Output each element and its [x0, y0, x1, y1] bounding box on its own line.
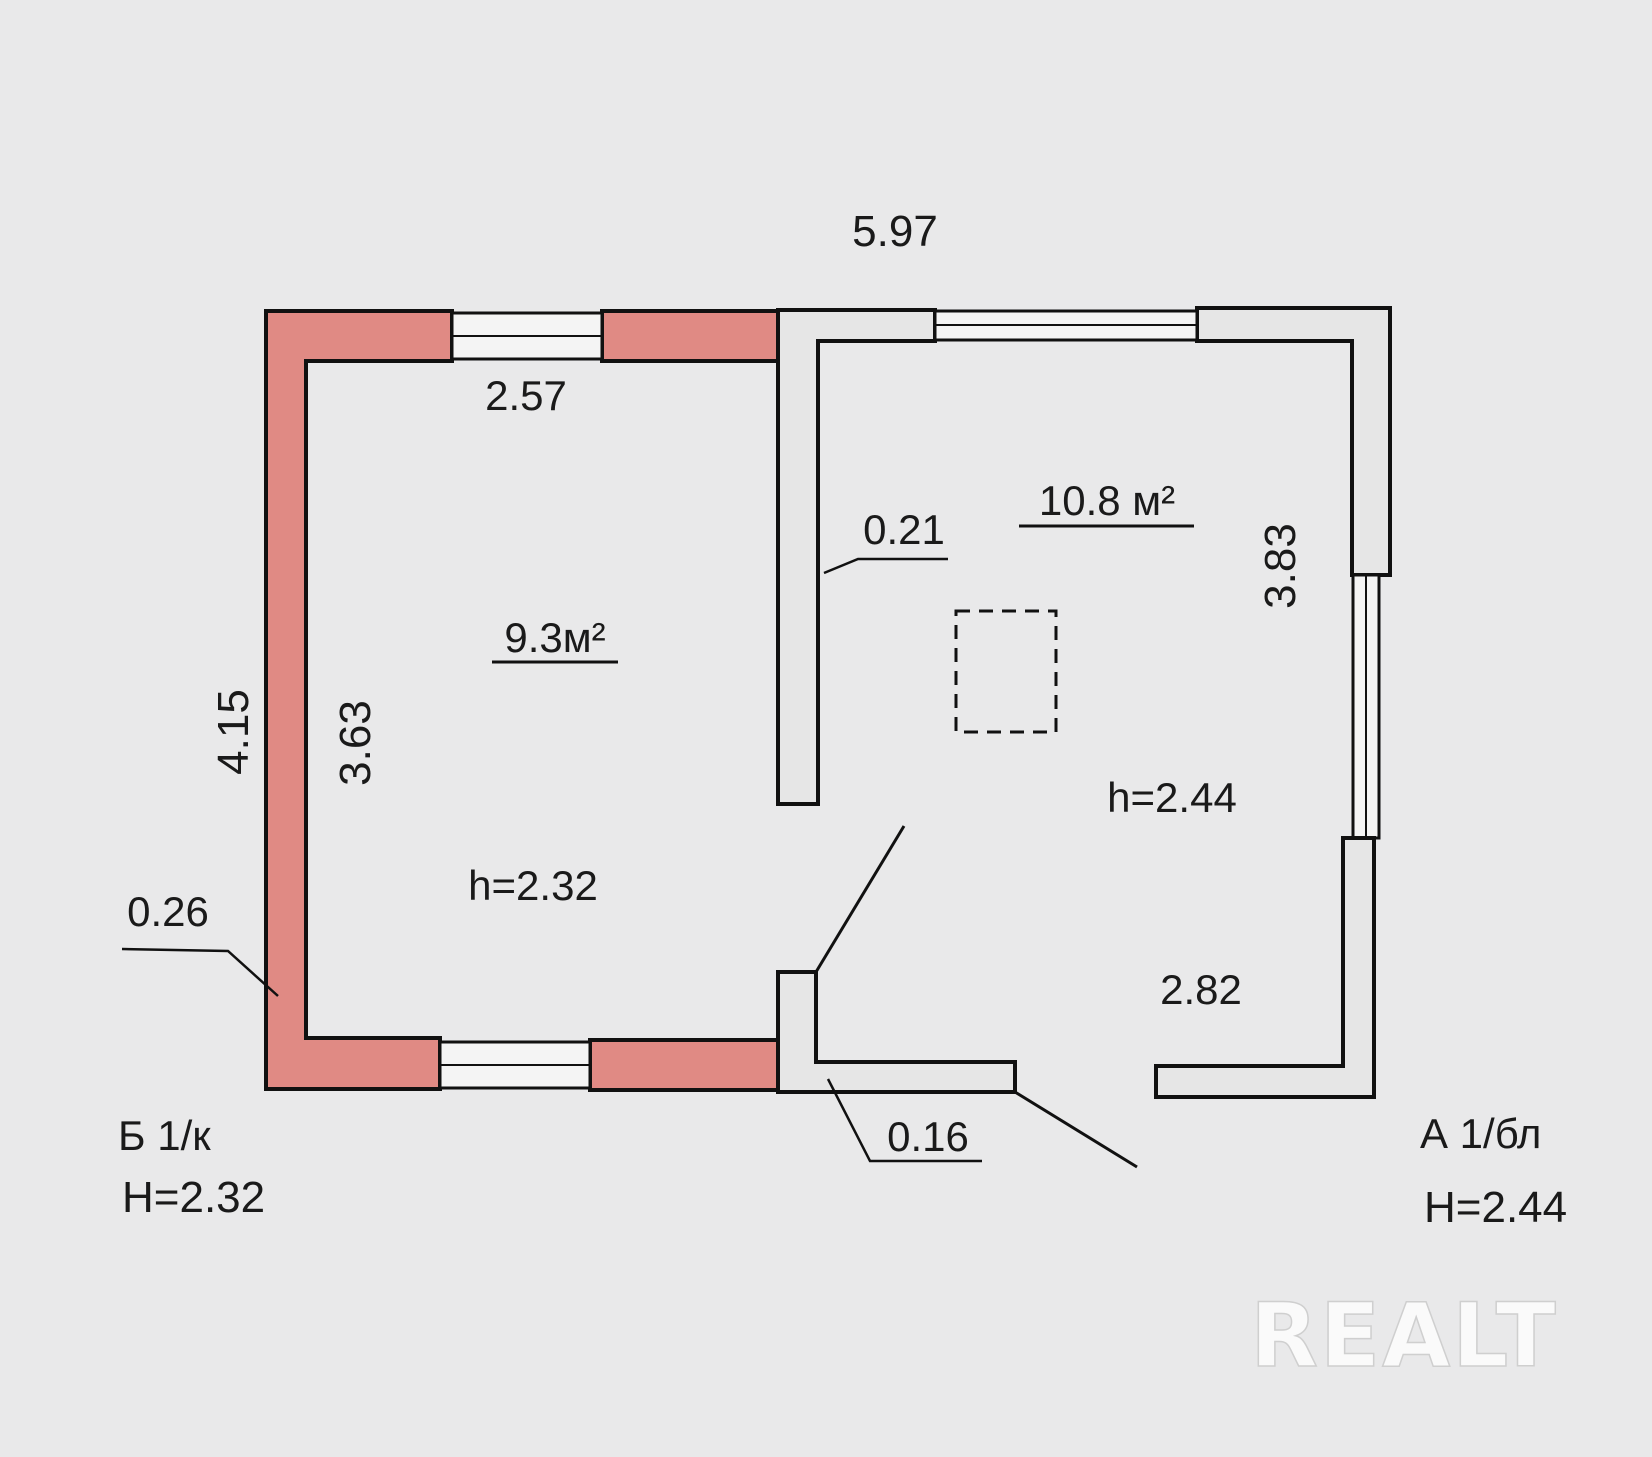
- door-interior: [814, 825, 906, 973]
- window-top-left: [450, 311, 604, 361]
- room-left-height: h=2.32: [468, 862, 598, 909]
- building-a-code: А 1/бл: [1420, 1110, 1541, 1157]
- building-a-height: H=2.44: [1424, 1183, 1567, 1232]
- leader-0-16: [826, 1078, 982, 1163]
- room-left-area: 9.3м²: [504, 614, 605, 661]
- dim-left-room-depth: 3.63: [331, 700, 380, 786]
- room-right-height: h=2.44: [1107, 774, 1237, 821]
- stove-outline: [954, 609, 1058, 734]
- right-wing-walls: [776, 306, 1392, 1099]
- leader-lines: [121, 557, 982, 1163]
- wall-bottom-right: [1154, 836, 1376, 1099]
- building-b-height: H=2.32: [122, 1173, 265, 1222]
- building-b-code: Б 1/к: [118, 1112, 211, 1159]
- leader-0-21: [823, 557, 948, 575]
- window-right: [1351, 573, 1381, 840]
- brick-wall-left: [264, 309, 454, 1091]
- dim-outer-wall-thickness: 0.26: [127, 888, 209, 935]
- door-entrance: [1014, 1090, 1138, 1169]
- dim-right-room-depth: 3.83: [1256, 523, 1305, 609]
- window-bottom-left: [438, 1040, 592, 1090]
- door-swings: [814, 825, 1138, 1169]
- brick-wall-bottom-middle: [588, 1038, 780, 1092]
- dim-overall-depth: 4.15: [209, 689, 258, 775]
- dim-inner-wall-thickness: 0.16: [887, 1113, 969, 1160]
- wall-bottom-door: [776, 970, 1017, 1094]
- dim-left-room-width: 2.57: [485, 372, 567, 419]
- partition-wall: [776, 308, 937, 806]
- dim-partition-thickness: 0.21: [863, 506, 945, 553]
- area-underlines: [492, 524, 1194, 664]
- realt-watermark: REALT: [1250, 1284, 1558, 1387]
- dim-overall-width: 5.97: [852, 207, 938, 256]
- dim-right-room-width: 2.82: [1160, 966, 1242, 1013]
- room-right-area: 10.8 м²: [1039, 477, 1175, 524]
- window-top-right: [933, 309, 1199, 342]
- brick-wall-top-middle: [600, 309, 780, 363]
- leader-0-26: [121, 947, 279, 997]
- left-wing-walls: [264, 309, 780, 1092]
